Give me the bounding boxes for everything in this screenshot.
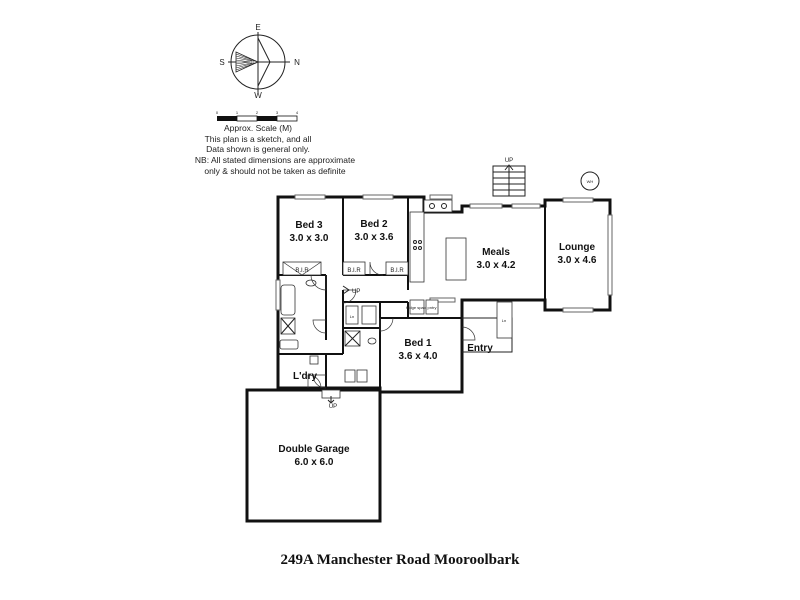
hall-step: UP <box>342 285 360 295</box>
garage-dims: 6.0 x 6.0 <box>295 457 334 468</box>
scale-label: Approx. Scale (M) <box>224 123 292 133</box>
compass-east-label: E <box>255 23 260 32</box>
bathroom <box>279 279 319 365</box>
scale-tick-4: 4 <box>296 110 299 115</box>
room-labels: Bed 3 3.0 x 3.0 Bed 2 3.0 x 3.6 Meals 3.… <box>278 219 596 468</box>
bed2-dims: 3.0 x 3.6 <box>355 232 394 243</box>
bed1-name: Bed 1 <box>404 338 432 349</box>
pantry-label: pntry <box>428 305 437 310</box>
scale-tick-2: 2 <box>256 110 259 115</box>
compass: E S N W <box>219 23 300 100</box>
linen-label: Ln <box>350 314 354 319</box>
windows <box>275 194 613 313</box>
interior-walls <box>278 197 546 388</box>
fridge-label: fridge space <box>406 305 429 310</box>
built-in-robes: B.I.R B.I.R B.I.R <box>282 261 409 276</box>
property-address: 249A Manchester Road Mooroolbark <box>280 552 520 568</box>
bed2-bir-right-label: B.I.R <box>390 268 404 274</box>
bed3-name: Bed 3 <box>295 220 323 231</box>
entry-name: Entry <box>467 343 493 354</box>
bed2-name: Bed 2 <box>360 219 388 230</box>
kitchen: fridge space pntry <box>406 199 467 315</box>
meals-name: Meals <box>482 247 510 258</box>
rear-stairs: UP <box>492 158 526 197</box>
scale-tick-3: 3 <box>276 110 279 115</box>
bed2-bir-left-label: B.I.R <box>347 268 361 274</box>
water-tank: WH <box>580 171 600 191</box>
compass-north-label: N <box>294 58 300 67</box>
entry-robe: Ln <box>496 301 513 339</box>
note-line-4: only & should not be taken as definite <box>204 166 346 176</box>
compass-south-label: S <box>219 58 224 67</box>
garage-name: Double Garage <box>278 444 350 455</box>
bed3-bir-label: B.I.R <box>295 268 309 274</box>
garage-up-label: UP <box>329 404 337 410</box>
laundry-fixtures <box>344 369 368 383</box>
compass-west-label: W <box>254 91 262 100</box>
doors <box>307 261 476 389</box>
bed1-dims: 3.6 x 4.0 <box>399 351 438 362</box>
rear-stairs-up-label: UP <box>505 158 513 164</box>
plan-notes: This plan is a sketch, and all Data show… <box>195 134 355 176</box>
note-line-2: Data shown is general only. <box>206 144 310 154</box>
entry-robe-label: Ln <box>502 318 506 323</box>
note-line-3: NB: All stated dimensions are approximat… <box>195 155 355 165</box>
bed3-dims: 3.0 x 3.0 <box>290 233 329 244</box>
water-tank-label: WH <box>587 179 594 184</box>
garage-step: UP <box>321 389 341 410</box>
lounge-name: Lounge <box>559 242 596 253</box>
meals-dims: 3.0 x 4.2 <box>477 260 516 271</box>
note-line-1: This plan is a sketch, and all <box>205 134 312 144</box>
lounge-dims: 3.0 x 4.6 <box>558 255 597 266</box>
ensuite: Ln <box>344 305 377 347</box>
scale-bar: 0 1 2 3 4 Approx. Scale (M) <box>216 110 299 133</box>
scale-tick-0: 0 <box>216 110 219 115</box>
scale-tick-1: 1 <box>236 110 239 115</box>
hall-up-label: UP <box>352 289 360 295</box>
laundry-name: L'dry <box>293 371 317 382</box>
